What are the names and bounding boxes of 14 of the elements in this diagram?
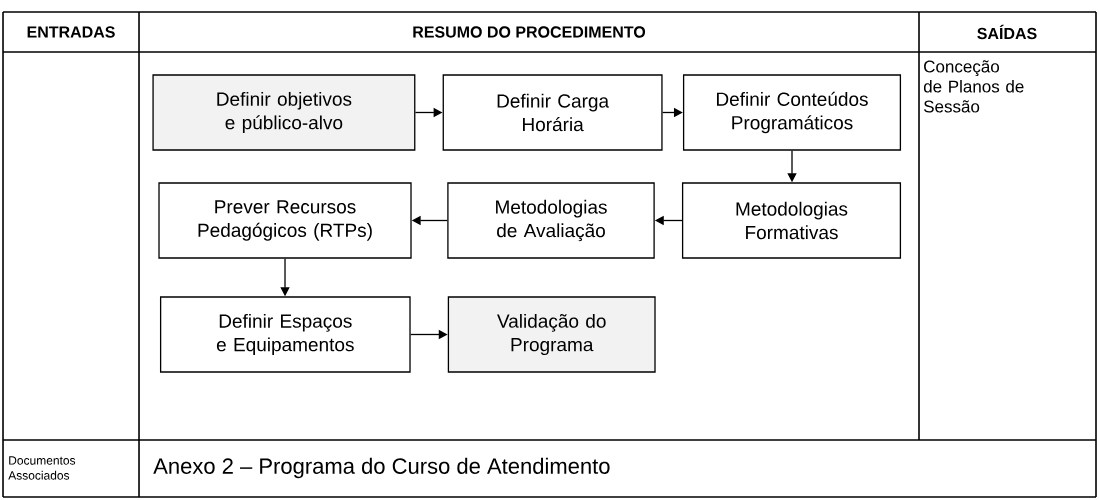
process-box: Prever Recursos Pedagógicos (RTPs): [158, 182, 412, 259]
output-text: Conceção de Planos de Sessão: [923, 60, 1024, 113]
process-box: Metodologias Formativas: [681, 182, 902, 259]
process-box: Validação do Programa: [447, 296, 656, 373]
process-box: Definir Conteúdos Programáticos: [682, 74, 902, 151]
column-header: RESUMO DO PROCEDIMENTO: [413, 26, 646, 38]
column-header: SAÍDAS: [977, 24, 1037, 40]
column-header: ENTRADAS: [27, 26, 115, 38]
process-box: Definir objetivos e público-alvo: [152, 74, 416, 151]
document-text: Anexo 2 – Programa do Curso de Atendimento: [153, 457, 610, 479]
row-header: Documentos Associados: [8, 456, 76, 480]
process-box: Definir Carga Horária: [442, 74, 663, 151]
process-box: Metodologias de Avaliação: [447, 182, 655, 259]
process-box: Definir Espaços e Equipamentos: [159, 296, 411, 373]
